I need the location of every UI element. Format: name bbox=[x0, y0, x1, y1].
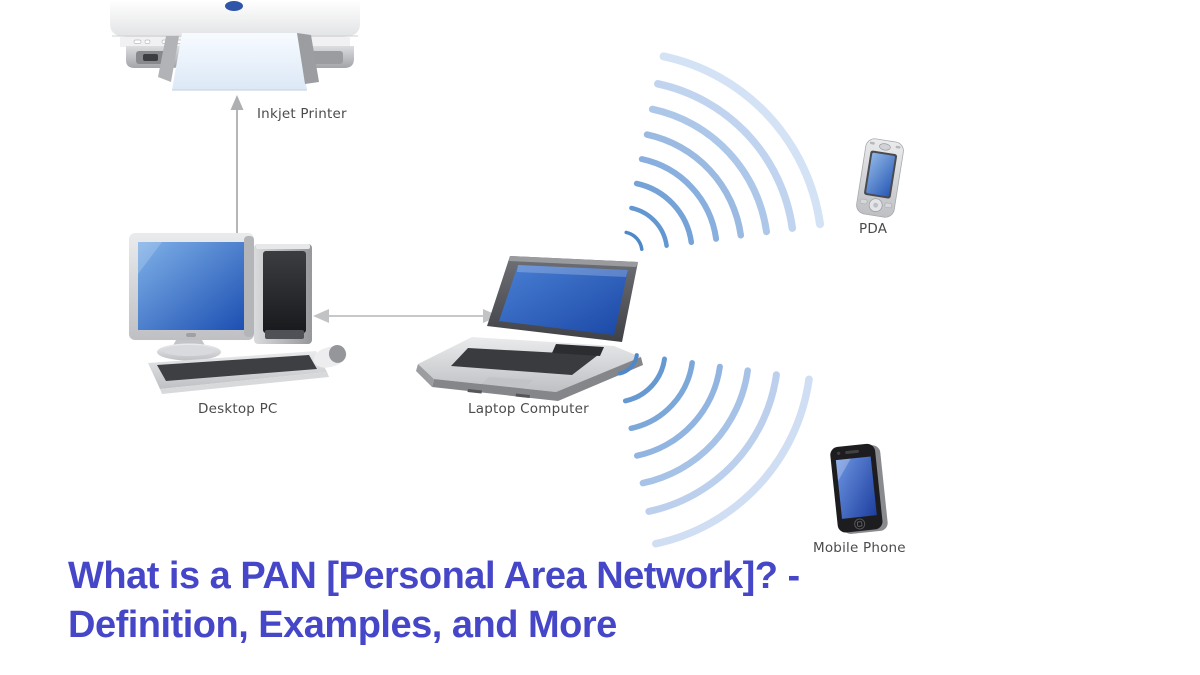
laptop-computer-label: Laptop Computer bbox=[468, 401, 589, 417]
inkjet-printer-label: Inkjet Printer bbox=[257, 106, 347, 122]
pda-icon bbox=[856, 138, 904, 218]
desktop-pc-icon bbox=[129, 233, 347, 394]
page-title-line2: Definition, Examples, and More bbox=[68, 604, 617, 646]
pda-label: PDA bbox=[859, 221, 888, 237]
wireless-waves-to-pda bbox=[624, 52, 824, 251]
printer-arrow bbox=[230, 95, 244, 235]
page-title-line1: What is a PAN [Personal Area Network]? - bbox=[68, 555, 800, 597]
wireless-waves-to-phone bbox=[617, 353, 813, 548]
printer-icon bbox=[110, 0, 360, 91]
mobile-phone-label: Mobile Phone bbox=[813, 540, 906, 556]
desktop-laptop-arrow bbox=[313, 309, 499, 323]
mobile-phone-icon bbox=[830, 443, 888, 534]
desktop-pc-label: Desktop PC bbox=[198, 401, 278, 417]
page-title: What is a PAN [Personal Area Network]? -… bbox=[68, 552, 1028, 650]
laptop-icon bbox=[416, 256, 643, 401]
